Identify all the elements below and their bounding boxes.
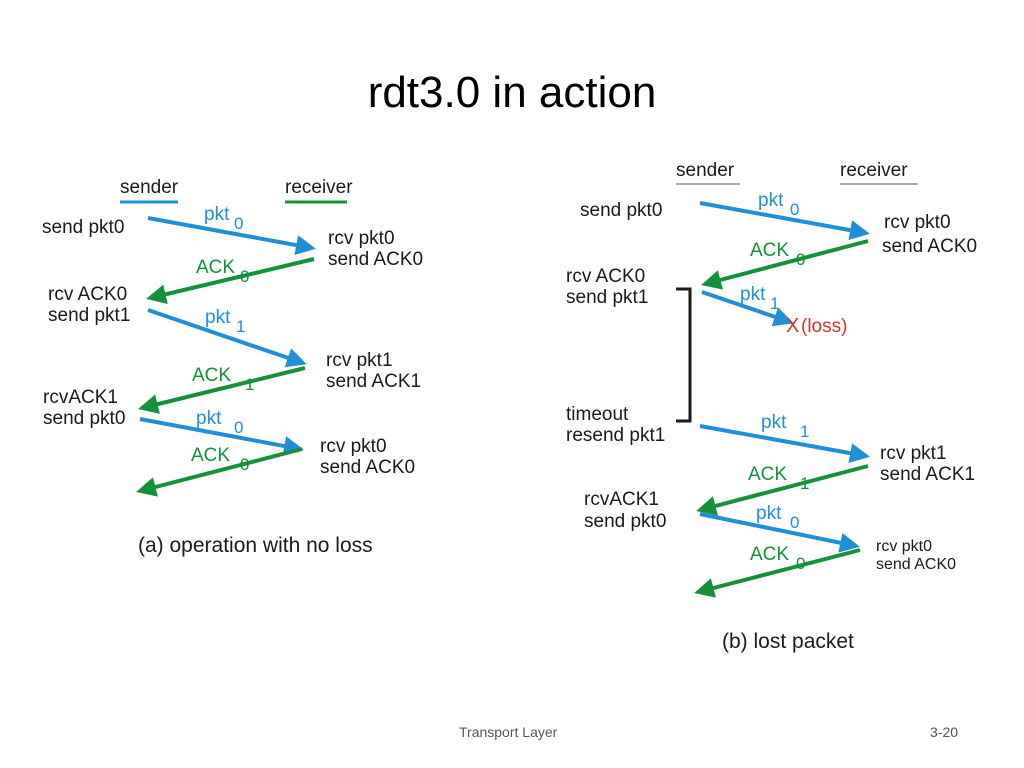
svg-text:1: 1 bbox=[800, 474, 809, 493]
a-receiver-event: send ACK0 bbox=[320, 457, 415, 478]
svg-text:1: 1 bbox=[770, 294, 779, 313]
svg-text:pkt: pkt bbox=[196, 408, 222, 429]
a-ack0b-arrow bbox=[136, 447, 303, 497]
svg-text:pkt: pkt bbox=[756, 503, 782, 524]
svg-text:ACK: ACK bbox=[191, 445, 230, 466]
a-ack0-arrow bbox=[146, 257, 315, 305]
svg-text:0: 0 bbox=[240, 267, 249, 286]
b-sender-event: send pkt1 bbox=[566, 287, 648, 308]
a-pkt1-label: pkt 1 bbox=[205, 307, 245, 336]
a-ack1-arrow bbox=[138, 366, 306, 414]
svg-text:ACK: ACK bbox=[750, 240, 789, 261]
b-pkt0b-label: pkt 0 bbox=[756, 503, 799, 532]
b-pkt1-resend-label: pkt 1 bbox=[761, 412, 809, 441]
svg-text:pkt: pkt bbox=[205, 307, 231, 328]
b-pkt1-resend-arrow bbox=[699, 424, 870, 463]
a-pkt0-arrow bbox=[147, 216, 316, 255]
a-sender-event: send pkt1 bbox=[48, 305, 130, 326]
loss-label: (loss) bbox=[801, 316, 847, 337]
svg-text:pkt: pkt bbox=[740, 284, 766, 305]
b-sender-event: timeout bbox=[566, 404, 629, 425]
b-pkt0-arrow bbox=[699, 201, 870, 240]
svg-text:ACK: ACK bbox=[748, 464, 787, 485]
a-receiver-event: rcv pkt0 bbox=[328, 228, 395, 249]
b-pkt0-label: pkt 0 bbox=[758, 190, 799, 219]
page-number: 3-20 bbox=[930, 724, 959, 740]
b-sender-event: send pkt0 bbox=[584, 511, 666, 532]
b-receiver-event: send ACK1 bbox=[880, 464, 975, 485]
a-ack0-label: ACK 0 bbox=[196, 257, 249, 286]
b-receiver-event: rcv pkt0 bbox=[884, 212, 951, 233]
b-caption: (b) lost packet bbox=[722, 630, 854, 653]
diagram-a: sender receiver send pkt0 rcv ACK0 send … bbox=[42, 177, 423, 557]
a-ack0b-label: ACK 0 bbox=[191, 445, 249, 474]
a-receiver-event: rcv pkt0 bbox=[320, 436, 387, 457]
b-ack0-arrow bbox=[701, 239, 869, 290]
svg-text:pkt: pkt bbox=[758, 190, 784, 211]
svg-text:pkt: pkt bbox=[761, 412, 787, 433]
a-receiver-header: receiver bbox=[285, 177, 353, 198]
b-pkt1-lost-label: pkt 1 bbox=[740, 284, 779, 313]
loss-x-icon: X bbox=[786, 315, 799, 337]
b-ack0b-arrow bbox=[694, 548, 861, 598]
a-pkt0b-label: pkt 0 bbox=[196, 408, 243, 437]
b-receiver-event: send ACK0 bbox=[876, 556, 956, 573]
svg-text:0: 0 bbox=[234, 214, 243, 233]
svg-text:0: 0 bbox=[796, 554, 805, 573]
svg-text:ACK: ACK bbox=[750, 544, 789, 565]
b-pkt1-lost-arrow bbox=[701, 290, 794, 327]
a-ack1-label: ACK 1 bbox=[192, 365, 254, 394]
b-timeout-bracket bbox=[676, 287, 692, 423]
a-receiver-event: send ACK1 bbox=[326, 371, 421, 392]
svg-text:0: 0 bbox=[790, 200, 799, 219]
b-receiver-event: rcv pkt1 bbox=[880, 443, 947, 464]
slide-title: rdt3.0 in action bbox=[367, 68, 657, 117]
svg-text:0: 0 bbox=[790, 513, 799, 532]
svg-text:0: 0 bbox=[796, 250, 805, 269]
b-sender-event: rcvACK1 bbox=[584, 489, 659, 510]
svg-text:0: 0 bbox=[234, 418, 243, 437]
svg-text:0: 0 bbox=[240, 455, 249, 474]
svg-text:1: 1 bbox=[245, 375, 254, 394]
svg-text:ACK: ACK bbox=[192, 365, 231, 386]
a-caption: (a) operation with no loss bbox=[138, 534, 373, 557]
svg-text:1: 1 bbox=[236, 317, 245, 336]
footer-section-title: Transport Layer bbox=[459, 724, 558, 740]
b-receiver-event: send ACK0 bbox=[882, 236, 977, 257]
b-pkt0b-arrow bbox=[699, 512, 860, 553]
a-pkt0-label: pkt 0 bbox=[204, 204, 243, 233]
b-loss-marker: X (loss) bbox=[786, 315, 847, 337]
a-sender-event: send pkt0 bbox=[43, 408, 125, 429]
a-receiver-event: send ACK0 bbox=[328, 249, 423, 270]
a-pkt0b-arrow bbox=[139, 417, 304, 456]
b-receiver-header: receiver bbox=[840, 160, 908, 181]
b-sender-header: sender bbox=[676, 160, 735, 181]
a-sender-event: send pkt0 bbox=[42, 217, 124, 238]
b-sender-event: send pkt0 bbox=[580, 200, 662, 221]
b-ack0-label: ACK 0 bbox=[750, 240, 805, 269]
a-sender-event: rcvACK1 bbox=[43, 387, 118, 408]
a-sender-event: rcv ACK0 bbox=[48, 284, 127, 305]
svg-text:pkt: pkt bbox=[204, 204, 230, 225]
b-ack0b-label: ACK 0 bbox=[750, 544, 805, 573]
diagram-b: sender receiver send pkt0 rcv ACK0 send … bbox=[566, 160, 977, 653]
b-sender-event: resend pkt1 bbox=[566, 425, 665, 446]
a-receiver-event: rcv pkt1 bbox=[326, 350, 393, 371]
svg-text:ACK: ACK bbox=[196, 257, 235, 278]
svg-text:1: 1 bbox=[800, 422, 809, 441]
b-receiver-event: rcv pkt0 bbox=[876, 538, 932, 555]
b-ack1-arrow bbox=[696, 464, 869, 516]
a-sender-header: sender bbox=[120, 177, 179, 198]
b-ack1-label: ACK 1 bbox=[748, 464, 809, 493]
b-sender-event: rcv ACK0 bbox=[566, 266, 645, 287]
a-pkt1-arrow bbox=[147, 308, 307, 368]
